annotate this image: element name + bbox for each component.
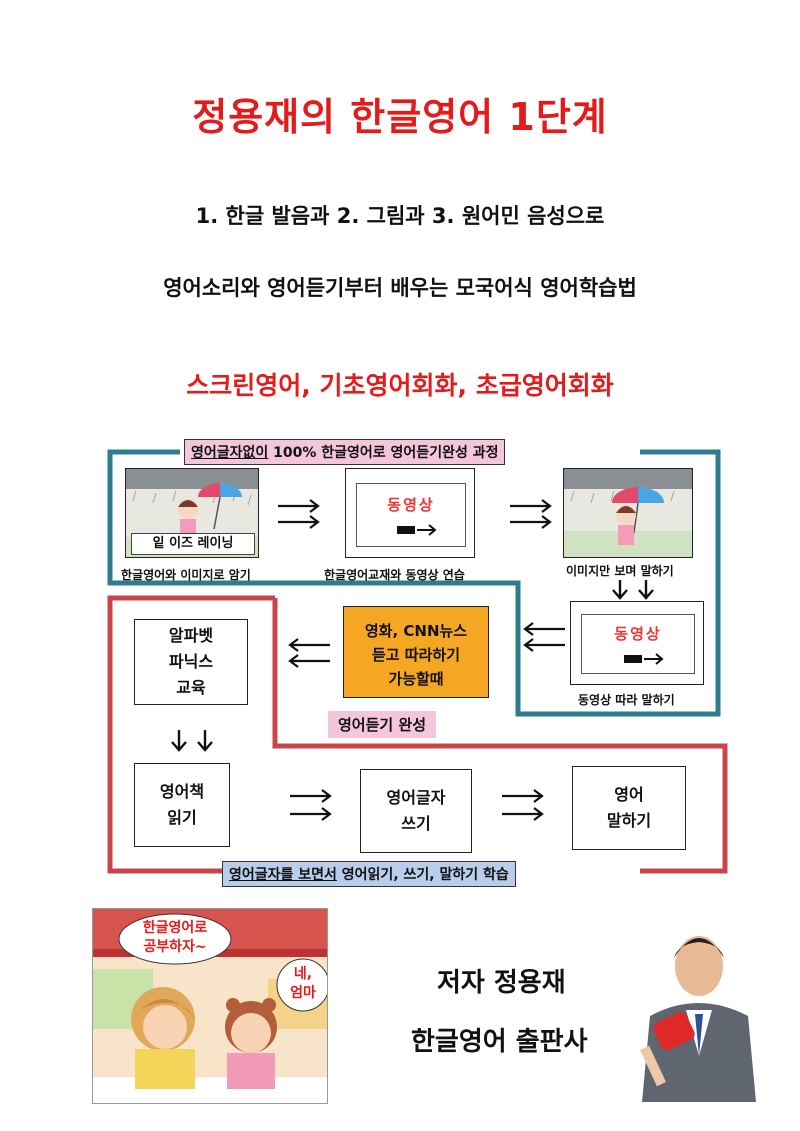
top-process-label: 영어글자없이 100% 한글영어로 영어듣기완성 과정 <box>184 439 506 465</box>
listening-complete-label: 영어듣기 완성 <box>328 711 437 738</box>
subtitle-1: 1. 한글 발음과 2. 그림과 3. 원어민 음성으로 <box>195 204 605 228</box>
arrow-right-icon <box>510 499 552 529</box>
speech-bubble-mom: 한글영어로 공부하자~ <box>142 920 208 955</box>
video-panel-1: 동영상 <box>345 468 475 558</box>
read-english-book-box: 영어책 읽기 <box>134 763 230 847</box>
mother-daughter-cartoon: 한글영어로 공부하자~ 네, 엄마 <box>92 908 328 1104</box>
play-icon <box>624 653 664 665</box>
alphabet-phonics-box: 알파벳 파닉스 교육 <box>134 619 248 705</box>
step4-caption: 동영상 따라 말하기 <box>578 693 675 707</box>
author-portrait-illustration <box>628 906 770 1102</box>
step3-caption: 이미지만 보며 말하기 <box>566 564 674 578</box>
cartoon-illustration <box>93 909 327 1103</box>
bottom-process-label: 영어글자를 보면서 영어읽기, 쓰기, 말하기 학습 <box>222 861 516 887</box>
arrow-left-icon <box>523 622 565 652</box>
publisher-name: 한글영어 출판사 <box>411 1027 588 1057</box>
arrow-right-icon <box>278 499 320 529</box>
step1-caption: 한글영어와 이미지로 암기 <box>121 568 251 582</box>
arrow-left-icon <box>288 638 330 668</box>
arrow-right-icon <box>502 789 544 821</box>
author-photo <box>628 906 770 1102</box>
speak-english-box: 영어 말하기 <box>572 766 686 850</box>
red-subtitle: 스크린영어, 기초영어회화, 초급영어회화 <box>186 371 614 400</box>
video-label: 동영상 <box>387 496 435 514</box>
play-icon <box>397 524 437 536</box>
speech-bubble-kid: 네, 엄마 <box>290 966 316 1001</box>
rain-girl-image-panel-2 <box>563 468 693 558</box>
video-label: 동영상 <box>614 625 662 643</box>
red-flow-border-left <box>107 595 275 874</box>
movie-cnn-box: 영화, CNN뉴스 듣고 따라하기 가능할때 <box>343 606 489 698</box>
write-english-box: 영어글자 쓰기 <box>360 769 472 853</box>
author-name: 저자 정용재 <box>437 968 566 998</box>
rainy-girl-illustration <box>564 469 692 557</box>
arrow-down-icon <box>612 580 654 600</box>
subtitle-2: 영어소리와 영어듣기부터 배우는 모국어식 영어학습법 <box>163 276 637 300</box>
video-panel-2: 동영상 <box>570 601 704 685</box>
teal-flow-border <box>107 449 721 717</box>
arrow-right-icon <box>290 789 332 821</box>
step1-image-caption: 잍 이즈 레이닝 <box>131 533 255 555</box>
step2-caption: 한글영어교재와 동영상 연습 <box>324 568 465 582</box>
arrow-down-icon <box>171 730 213 752</box>
red-flow-border-right <box>272 598 728 874</box>
page-title: 정용재의 한글영어 1단계 <box>192 95 608 139</box>
